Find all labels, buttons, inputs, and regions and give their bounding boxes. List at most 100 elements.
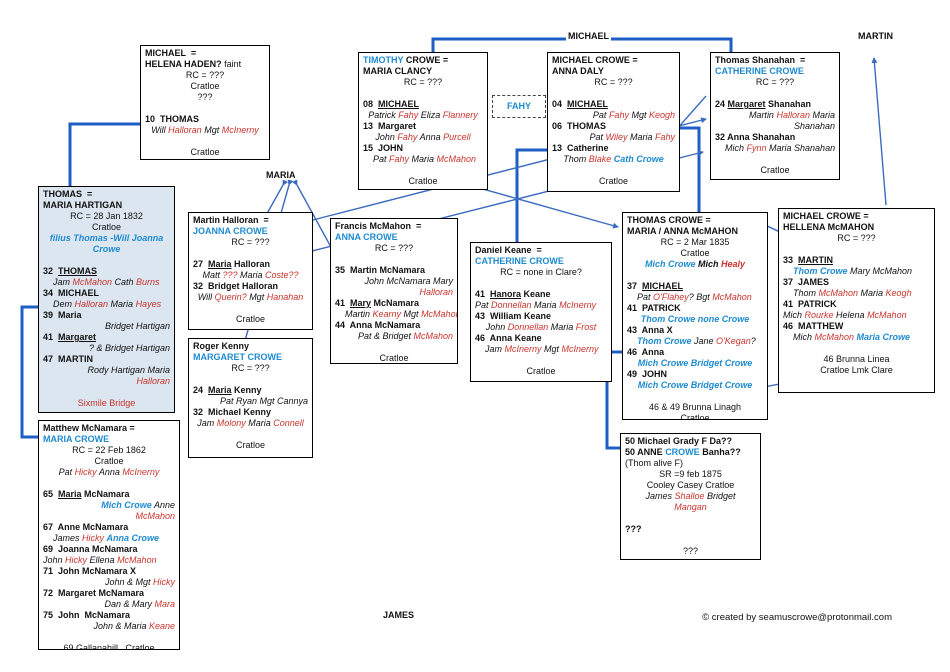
text-line: Jam McInerny Mgt McInerny — [485, 344, 599, 354]
text-line — [141, 136, 269, 147]
text-line — [621, 535, 760, 546]
text-line — [623, 270, 767, 281]
text-line: RC = ??? — [403, 77, 443, 87]
text-line: Halloran — [419, 287, 453, 297]
text-line: 32 THOMAS — [43, 266, 98, 276]
text-line: Pat Hicky Anna McInerny — [58, 467, 160, 477]
text-line: Pat Fahy Maria McMahon — [373, 154, 477, 164]
text-line: MARIA CROWE — [43, 434, 110, 444]
text-line: Pat O'Flahey? Bgt McMahon — [637, 292, 752, 302]
text-line: Thomas Shanahan = — [715, 55, 806, 65]
text-line: Bridget Hartigan — [104, 321, 170, 331]
text-line — [779, 244, 934, 255]
text-line: RC = ??? — [594, 77, 633, 87]
text-line: 72 Margaret McNamara — [43, 588, 145, 598]
text-line: 15 JOHN — [363, 143, 404, 153]
text-line — [471, 278, 611, 289]
text-line: 46 MATTHEW — [783, 321, 844, 331]
text-line: Shanahan — [793, 121, 835, 131]
text-line: RC = ??? — [185, 70, 225, 80]
text-line: Martin Halloran Maria — [748, 110, 835, 120]
text-line: 46 & 49 Brunna Linagh — [648, 402, 742, 412]
text-line: Cratloe — [526, 366, 556, 376]
text-line: 65 Maria McNamara — [43, 489, 130, 499]
text-line: 32 Bridget Halloran — [193, 281, 279, 291]
text-line — [621, 513, 760, 524]
text-line: 34 MICHAEL — [43, 288, 100, 298]
text-line: John Fahy Anna Purcell — [375, 132, 471, 142]
text-line: Cratloe — [235, 440, 265, 450]
text-line — [39, 255, 174, 266]
text-line: RC = ??? — [231, 237, 270, 247]
text-line — [39, 387, 174, 398]
text-line: Cratloe — [760, 165, 790, 175]
text-line: 43 Anna X — [627, 325, 673, 335]
text-line: ANNA CROWE — [335, 232, 398, 242]
text-line: Daniel Keane = — [475, 245, 542, 255]
text-line: Mangan — [674, 502, 707, 512]
text-line: 13 Catherine — [552, 143, 609, 153]
text-line — [331, 254, 457, 265]
text-line: RC = 22 Feb 1862 — [72, 445, 146, 455]
text-line: RC = ??? — [374, 243, 414, 253]
text-line: RC = ??? — [231, 363, 270, 373]
text-line — [471, 355, 611, 366]
text-line: 41 Hanora Keane — [475, 289, 551, 299]
text-line: 04 MICHAEL — [552, 99, 609, 109]
text-line: John & Maria Keane — [93, 621, 175, 631]
text-line — [189, 248, 312, 259]
text-line: Pat & Bridget McMahon — [357, 331, 453, 341]
text-line: James Shalloe Bridget — [645, 491, 736, 501]
text-line: Thom Blake Cath Crowe — [563, 154, 664, 164]
text-line — [189, 429, 312, 440]
text-line — [141, 103, 269, 114]
text-line: HELLENA McMAHON — [783, 222, 875, 232]
text-line: Pat Ryan Mgt Cannya — [219, 396, 308, 406]
text-line: Cratloe Lmk Clare — [820, 365, 893, 375]
text-line: THOMAS = — [43, 189, 93, 199]
text-line: MARIA CLANCY — [363, 66, 433, 76]
text-line: RC = none in Clare? — [500, 267, 582, 277]
text-line — [711, 88, 839, 99]
text-line: 10 THOMAS — [145, 114, 200, 124]
text-line: Thom McMahon Maria Keogh — [793, 288, 912, 298]
text-line: Cratloe — [680, 413, 710, 420]
text-line: 24 Maria Kenny — [193, 385, 262, 395]
text-line — [711, 154, 839, 165]
text-line: John & Mgt Hicky — [104, 577, 175, 587]
text-line: John McNamara Mary — [364, 276, 453, 286]
text-line — [548, 165, 679, 176]
text-line: Mich Crowe Anne — [101, 500, 175, 510]
label-michael: MICHAEL — [566, 31, 611, 41]
text-line: Mich McMahon Maria Crowe — [793, 332, 911, 342]
text-line: JOANNA CROWE — [193, 226, 268, 236]
label-maria: MARIA — [264, 170, 298, 180]
text-line: RC = 28 Jan 1832 — [70, 211, 143, 221]
text-line: Cratloe — [235, 314, 265, 324]
text-line: 41 PATRICK — [627, 303, 681, 313]
text-line: 37 MICHAEL — [627, 281, 684, 291]
text-line: Will Querin? Mgt Hanahan — [197, 292, 304, 302]
text-line: 41 Mary McNamara — [335, 298, 420, 308]
text-line: HELENA HADEN? faint — [145, 59, 242, 69]
text-line: ANNA DALY — [552, 66, 604, 76]
credit-text: © created by seamuscrowe@protonmail.com — [702, 612, 892, 623]
text-line — [189, 303, 312, 314]
text-line: MICHAEL CROWE = — [552, 55, 638, 65]
text-line: 33 MARTIN — [783, 255, 834, 265]
text-line — [359, 165, 487, 176]
text-line: THOMAS CROWE = — [627, 215, 711, 225]
text-line: Will Halloran Mgt McInerny — [151, 125, 259, 135]
text-line — [359, 88, 487, 99]
text-line: Thom Crowe Mary McMahon — [793, 266, 913, 276]
text-line: John Hicky Ellena McMahon — [43, 555, 157, 565]
